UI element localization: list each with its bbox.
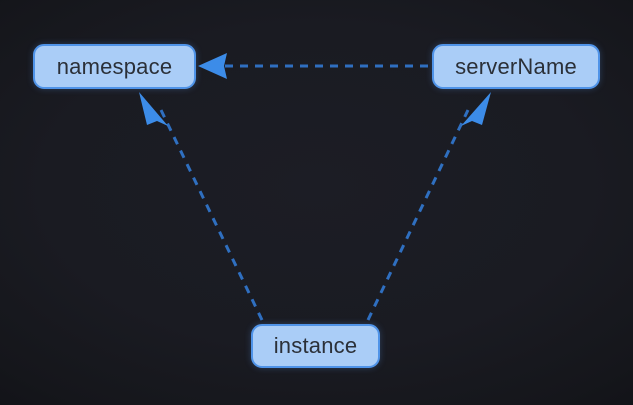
node-servername[interactable]: serverName: [432, 44, 600, 89]
edge-instance-servername: [366, 92, 491, 321]
node-instance[interactable]: instance: [251, 324, 380, 368]
arrowhead-left-icon: [198, 53, 227, 79]
edge-instance-namespace: [139, 92, 264, 321]
arrowhead-up-left-icon: [139, 92, 168, 126]
edge-line: [159, 109, 264, 321]
edge-servername-namespace: [198, 53, 428, 79]
node-namespace-label: namespace: [56, 53, 173, 79]
node-servername-label: serverName: [455, 53, 577, 79]
edge-line: [366, 109, 470, 321]
node-instance-label: instance: [273, 333, 358, 358]
node-namespace[interactable]: namespace: [33, 44, 196, 89]
arrowhead-up-right-icon: [461, 92, 491, 126]
